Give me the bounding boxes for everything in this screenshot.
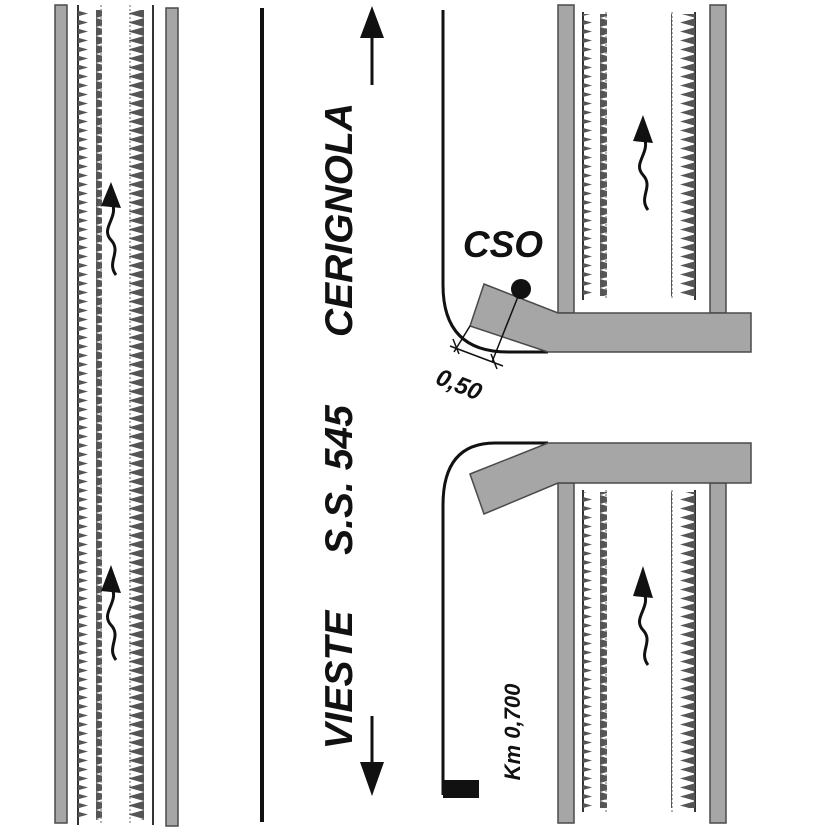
water-flow-arrow-icon — [101, 182, 121, 276]
left-outer-barrier — [54, 4, 68, 824]
arrow-up-icon — [360, 6, 384, 85]
right-upper-vegetation-strip — [583, 14, 607, 296]
right-lower-vegetation-strip — [583, 492, 607, 808]
left-vegetation-strip-2 — [129, 10, 153, 820]
left-channel — [54, 4, 179, 827]
water-flow-arrow-icon — [633, 115, 653, 211]
road-edge-curve-bottom — [441, 441, 548, 795]
dimension-label: 0,50 — [432, 364, 486, 407]
site-code-label: CSO — [463, 224, 543, 265]
upper-culvert-bend — [469, 283, 752, 353]
right-channel-lower — [557, 482, 727, 824]
right-upper-inner-barrier — [557, 4, 575, 314]
water-flow-arrow-icon — [633, 566, 653, 666]
direction-label-north: CERIGNOLA — [318, 103, 361, 337]
right-lower-vegetation-strip-2 — [671, 492, 695, 808]
left-vegetation-strip — [78, 10, 102, 820]
left-inner-barrier — [165, 7, 179, 827]
right-upper-outer-barrier — [709, 4, 727, 314]
water-flow-arrow-icon — [101, 565, 121, 661]
right-lower-outer-barrier — [709, 482, 727, 824]
road-edge-curve-top — [441, 10, 548, 354]
road-name-label: S.S. 545 — [318, 404, 361, 555]
km-marker-icon — [443, 780, 479, 798]
right-lower-inner-barrier — [557, 482, 575, 824]
direction-label-south: VIESTE — [318, 610, 361, 750]
lower-culvert-bend — [469, 442, 752, 515]
km-marker-label: Km 0,700 — [500, 683, 525, 780]
right-upper-vegetation-strip-2 — [671, 14, 695, 296]
right-channel-upper — [557, 4, 727, 314]
dimension-annotation — [449, 288, 522, 370]
arrow-down-icon — [360, 716, 384, 796]
